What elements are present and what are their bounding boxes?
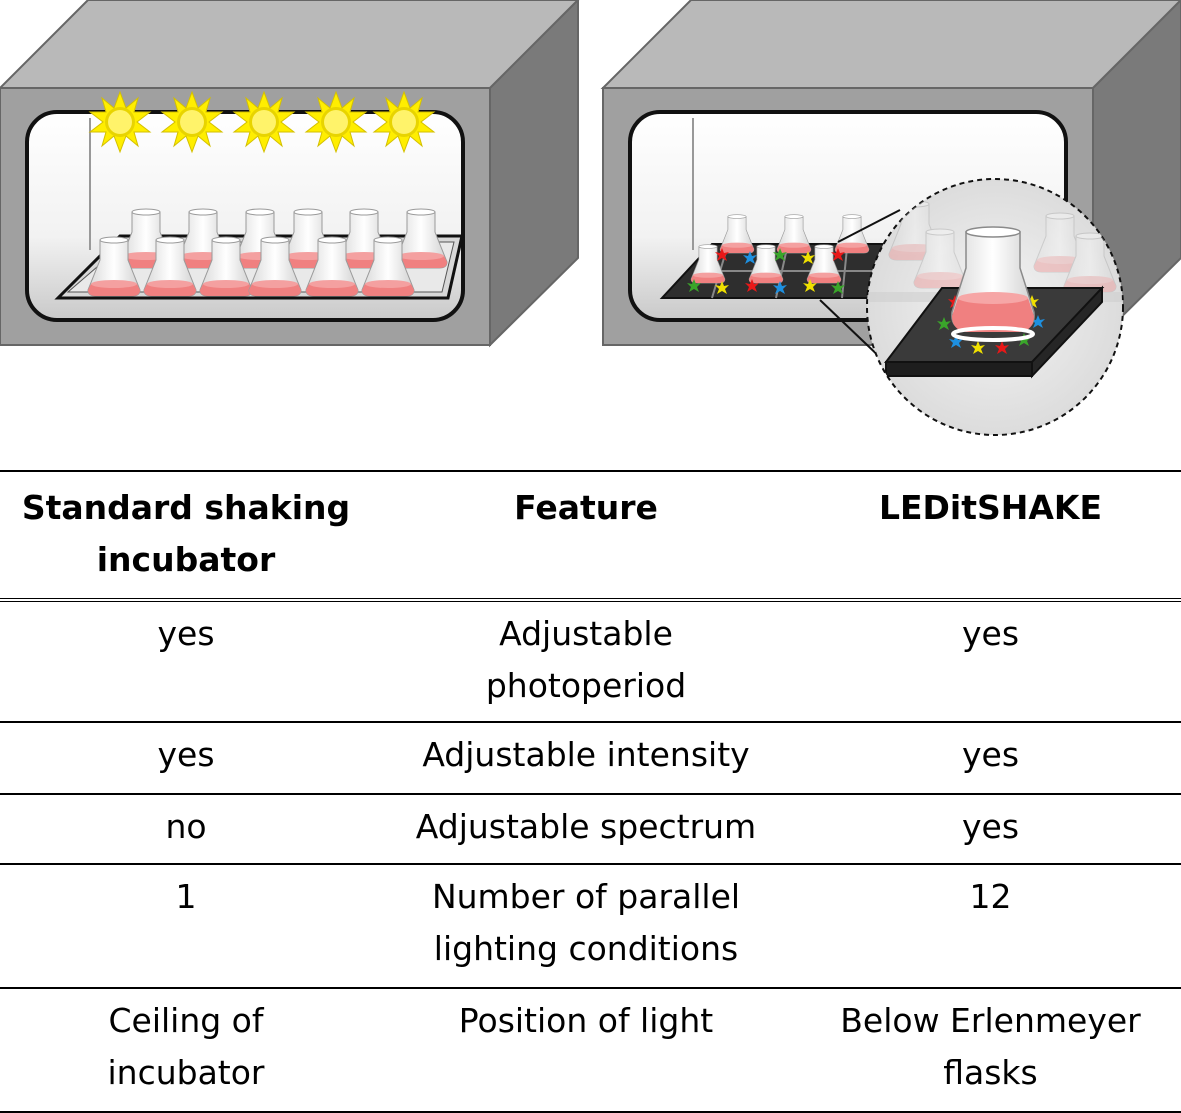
table-row: 1 Number of parallel lighting conditions… [0,863,1181,988]
header-standard-incubator: Standard shaking incubator [0,470,372,602]
table-row: yes Adjustable intensity yes [0,721,1181,794]
leditshake-incubator-drawing [600,0,1181,436]
header-leditshake: LEDitSHAKE [800,470,1181,602]
leditshake-value: yes [961,614,1020,653]
table-row: Ceiling of incubator Position of light B… [0,987,1181,1113]
header-feature: Feature [372,470,800,602]
comparison-table: Standard shaking incubator Feature LEDit… [0,470,1181,1113]
standard-value: Ceiling of incubator [0,987,372,1113]
standard-value: yes [0,721,372,794]
table-row: yes Adjustable photoperiod yes [0,600,1181,722]
erlenmeyer-flask-icon [951,226,1035,342]
feature-label: Number of parallel lighting conditions [372,863,800,988]
leditshake-value: yes [800,721,1181,794]
feature-label: Adjustable intensity [372,721,800,794]
leditshake-value: yes [800,793,1181,864]
standard-value: yes [157,614,215,653]
zoom-detail-circle [866,178,1124,436]
table-header-row: Standard shaking incubator Feature LEDit… [0,470,1181,602]
standard-incubator-drawing [0,0,580,348]
feature-label: Position of light [372,987,800,1113]
standard-value: no [0,793,372,864]
leditshake-value: 12 [800,863,1181,988]
leditshake-value: Below Erlenmeyer flasks [800,987,1181,1113]
feature-label: Adjustable photoperiod [485,614,687,705]
feature-label: Adjustable spectrum [372,793,800,864]
table-row: no Adjustable spectrum yes [0,793,1181,864]
standard-value: 1 [0,863,372,988]
incubator-comparison-illustration [0,0,1181,436]
